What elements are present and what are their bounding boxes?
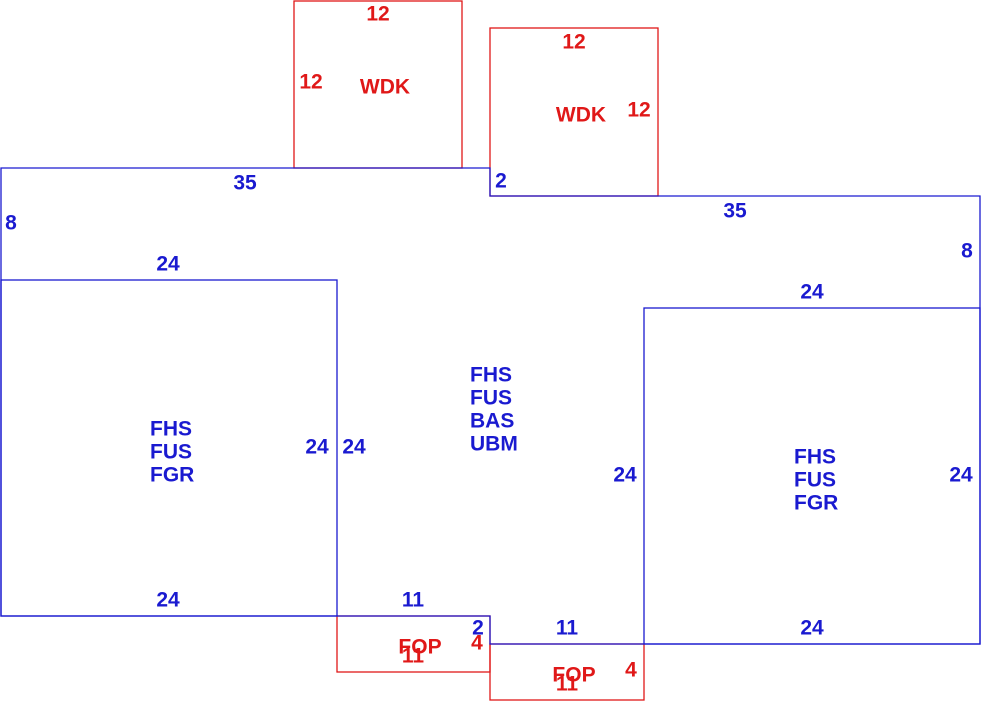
main-labels: FHS FUS BAS UBM FHS FUS FGR FHS FUS FGR … [5, 170, 973, 640]
right-garage-code-2: FUS [794, 469, 836, 492]
right-garage-top-dim: 24 [800, 281, 824, 304]
main-top-left-dim: 35 [233, 172, 257, 195]
deck-right-label: WDK [556, 104, 606, 127]
right-garage-bottom-dim: 24 [800, 617, 824, 640]
deck-left-top-dim: 12 [366, 3, 389, 26]
deck-left-side-dim: 12 [299, 71, 322, 94]
deck-right-top-dim: 12 [562, 31, 585, 54]
bottom-left-segment-dim: 11 [402, 589, 425, 612]
right-garage-code-3: FGR [794, 492, 838, 515]
main-area-code-3: BAS [470, 410, 514, 433]
main-area-code-4: UBM [470, 433, 518, 456]
left-garage-code-2: FUS [150, 441, 192, 464]
right-garage-code-1: FHS [794, 446, 836, 469]
bottom-step-dim: 2 [472, 617, 484, 640]
deck-right-side-dim: 12 [627, 99, 650, 122]
main-area-code-2: FUS [470, 387, 512, 410]
right-garage-outline [643, 307, 981, 645]
deck-left-label: WDK [360, 76, 410, 99]
porch-left-label: FOP [398, 636, 441, 659]
main-left-side-dim: 8 [5, 212, 17, 235]
left-garage-right-outer-dim: 24 [342, 436, 366, 459]
right-garage-left-dim: 24 [613, 464, 637, 487]
main-area-code-1: FHS [470, 364, 512, 387]
main-step-dim: 2 [495, 170, 507, 193]
right-garage-right-dim: 24 [949, 464, 973, 487]
left-garage-right-inner-dim: 24 [305, 436, 329, 459]
porch-right-label: FOP [552, 664, 595, 687]
porch-right-side-dim: 4 [625, 659, 637, 682]
main-top-right-dim: 35 [723, 200, 747, 223]
accessory-labels: WDK WDK FOP FOP 12 12 12 12 11 4 11 4 [299, 3, 650, 696]
porch-left-side-dim: 4 [471, 632, 483, 655]
main-outlines [0, 167, 981, 645]
main-right-side-dim: 8 [961, 240, 973, 263]
bottom-right-segment-dim: 11 [556, 617, 579, 640]
left-garage-outline [0, 279, 338, 617]
left-garage-top-dim: 24 [156, 253, 180, 276]
porch-right-bottom-dim: 11 [556, 673, 579, 696]
left-garage-code-3: FGR [150, 464, 194, 487]
porch-left-bottom-dim: 11 [402, 645, 425, 668]
left-garage-bottom-dim: 24 [156, 589, 180, 612]
left-garage-code-1: FHS [150, 418, 192, 441]
